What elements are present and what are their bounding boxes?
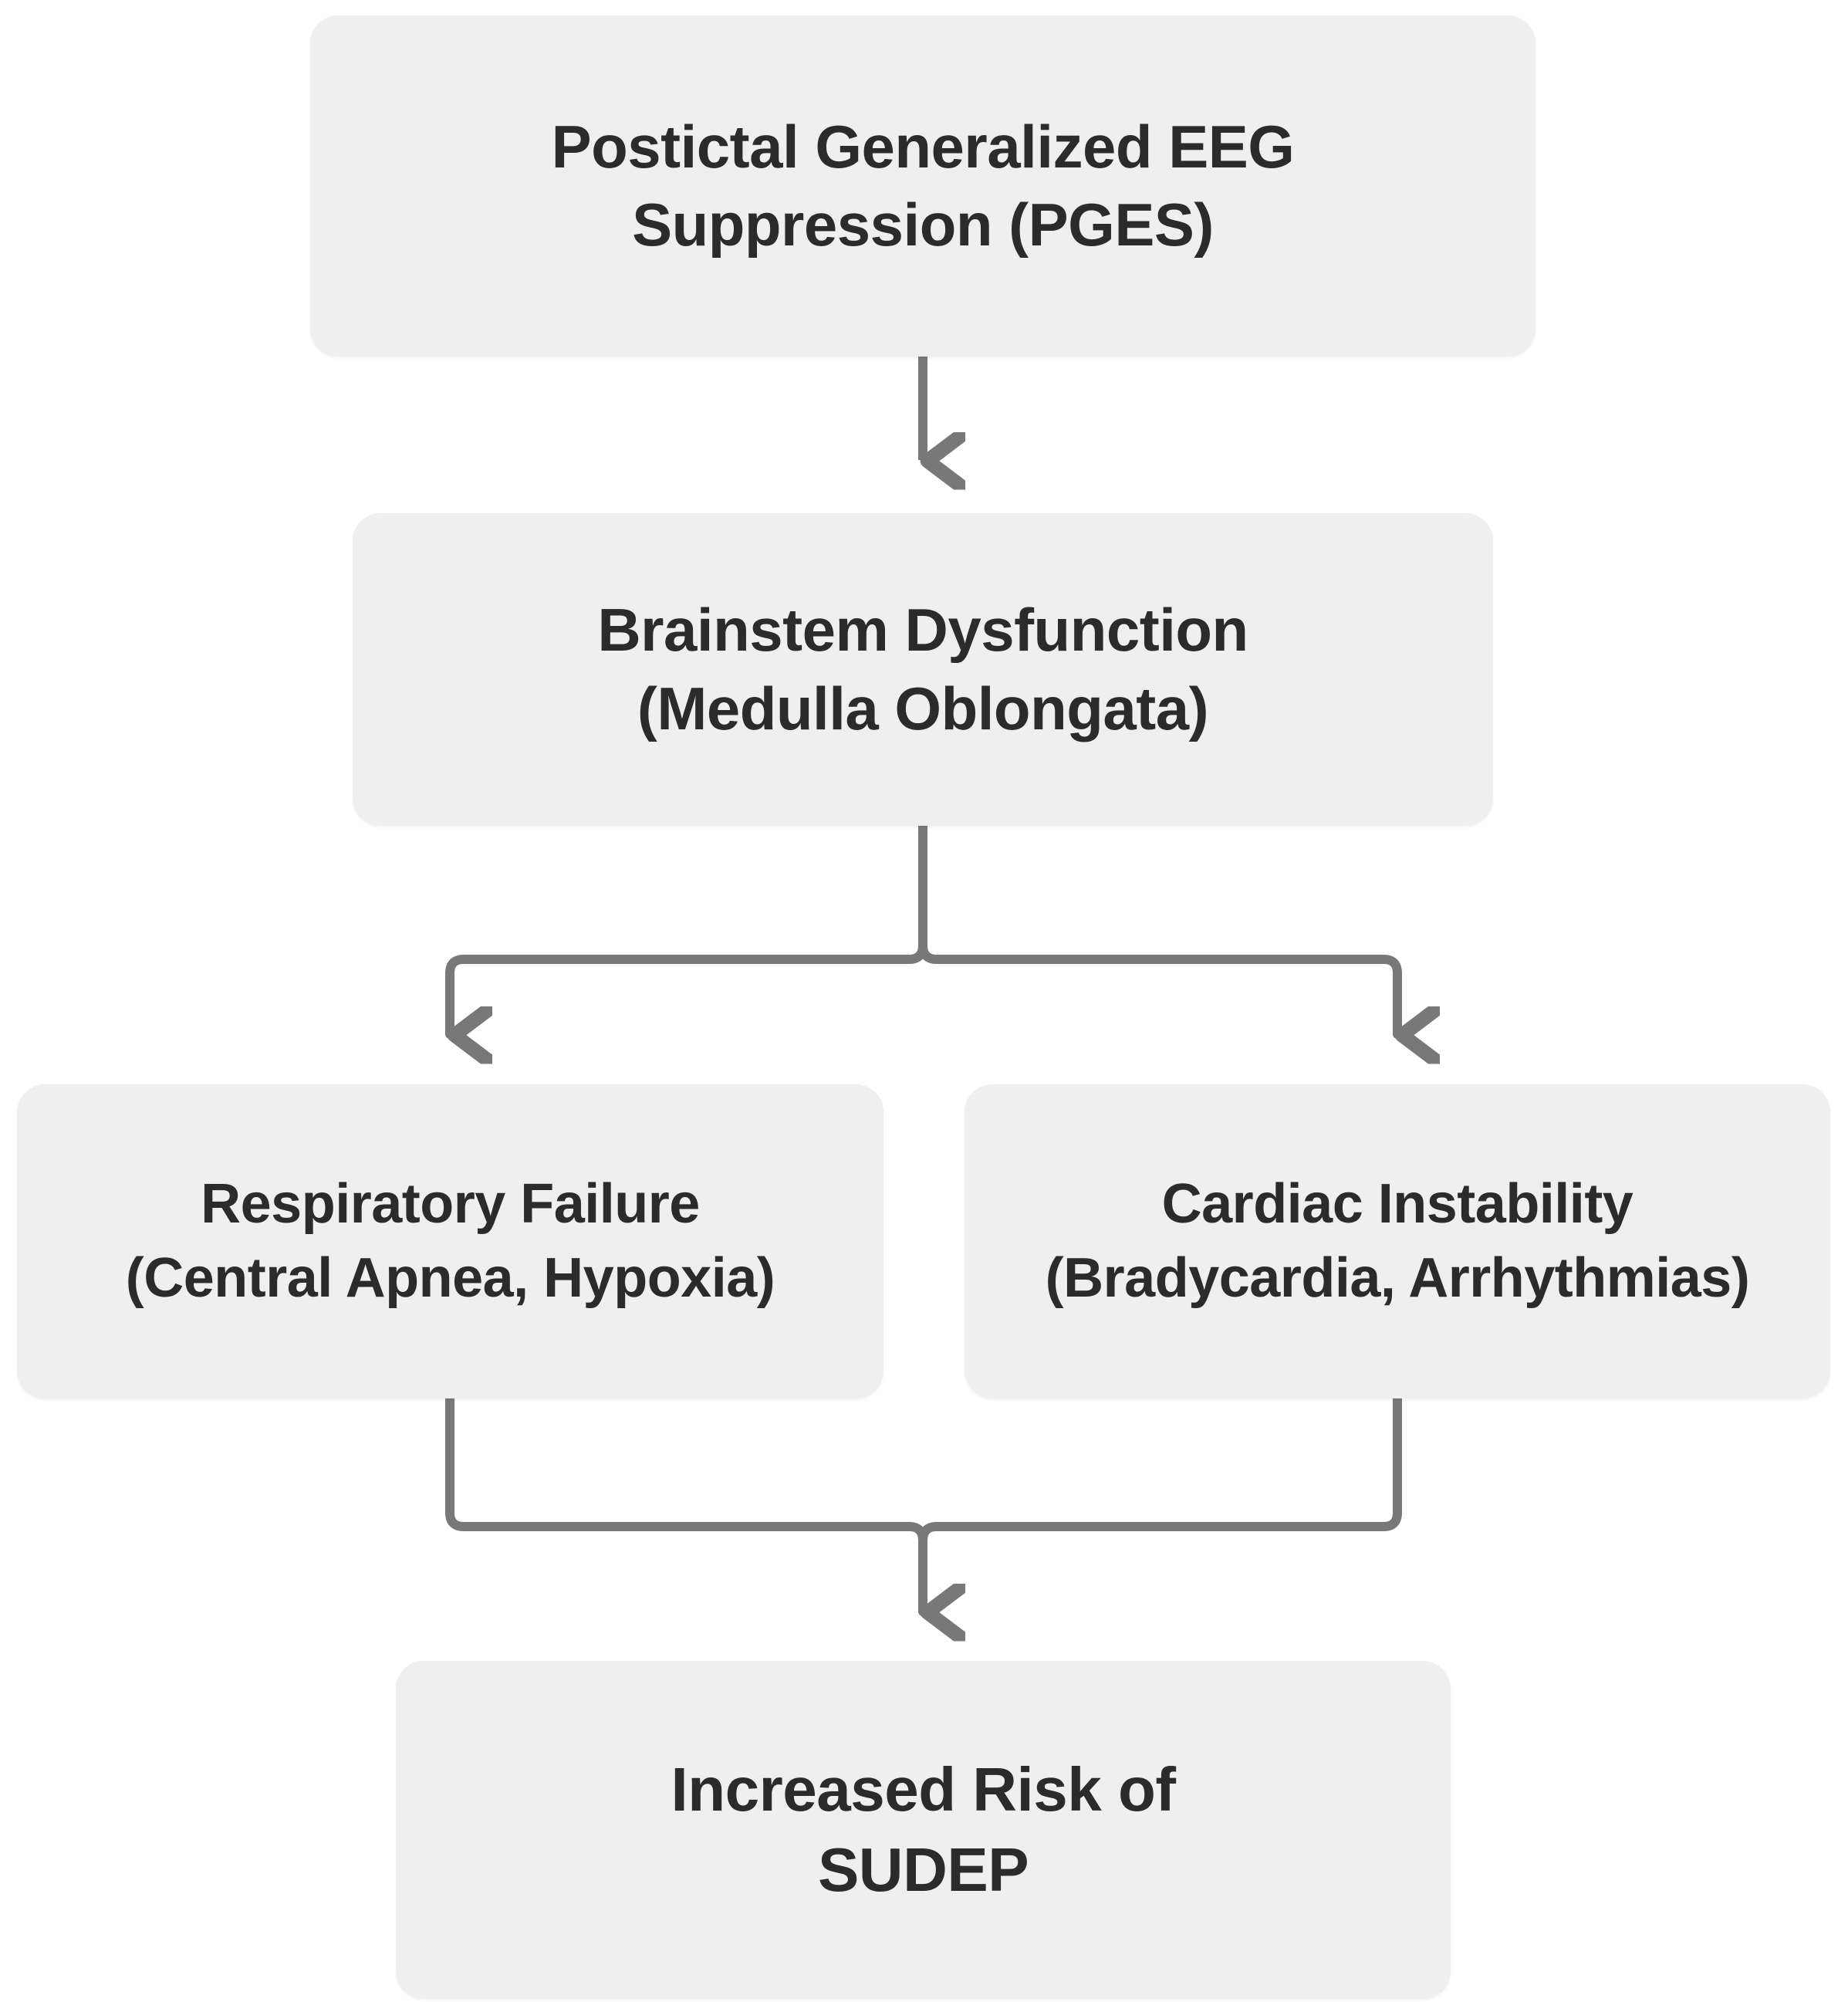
node-sudep-line-1: Increased Risk of bbox=[671, 1755, 1177, 1824]
node-increased-risk-of-sudep[interactable]: Increased Risk of SUDEP bbox=[396, 1661, 1451, 1999]
edge-brainstem-to-cardiac bbox=[918, 941, 1397, 1034]
node-cardiac-instability[interactable]: Cardiac Instability (Bradycardia, Arrhyt… bbox=[965, 1084, 1830, 1398]
node-cardiac-line-1: Cardiac Instability bbox=[1161, 1173, 1633, 1236]
node-pges-line-1: Postictal Generalized EEG bbox=[551, 112, 1295, 181]
edge-respiratory-to-sudep bbox=[445, 1394, 923, 1611]
node-respiratory-failure[interactable]: Respiratory Failure (Central Apnea, Hypo… bbox=[17, 1084, 883, 1398]
node-respiratory-line-1: Respiratory Failure bbox=[201, 1173, 700, 1236]
node-brainstem-dysfunction[interactable]: Brainstem Dysfunction (Medulla Oblongata… bbox=[353, 513, 1493, 826]
node-brainstem-line-2: (Medulla Oblongata) bbox=[637, 674, 1209, 742]
node-pges[interactable]: Postictal Generalized EEG Suppression (P… bbox=[310, 15, 1535, 357]
node-brainstem-line-1: Brainstem Dysfunction bbox=[597, 596, 1248, 665]
node-sudep-line-2: SUDEP bbox=[817, 1835, 1029, 1904]
node-respiratory-line-2: (Central Apnea, Hypoxia) bbox=[125, 1246, 775, 1309]
node-cardiac-line-2: (Bradycardia, Arrhythmias) bbox=[1045, 1246, 1750, 1309]
node-pges-line-2: Suppression (PGES) bbox=[632, 191, 1214, 259]
edge-cardiac-to-sudep bbox=[918, 1394, 1402, 1616]
edge-brainstem-to-respiratory bbox=[445, 941, 927, 1034]
